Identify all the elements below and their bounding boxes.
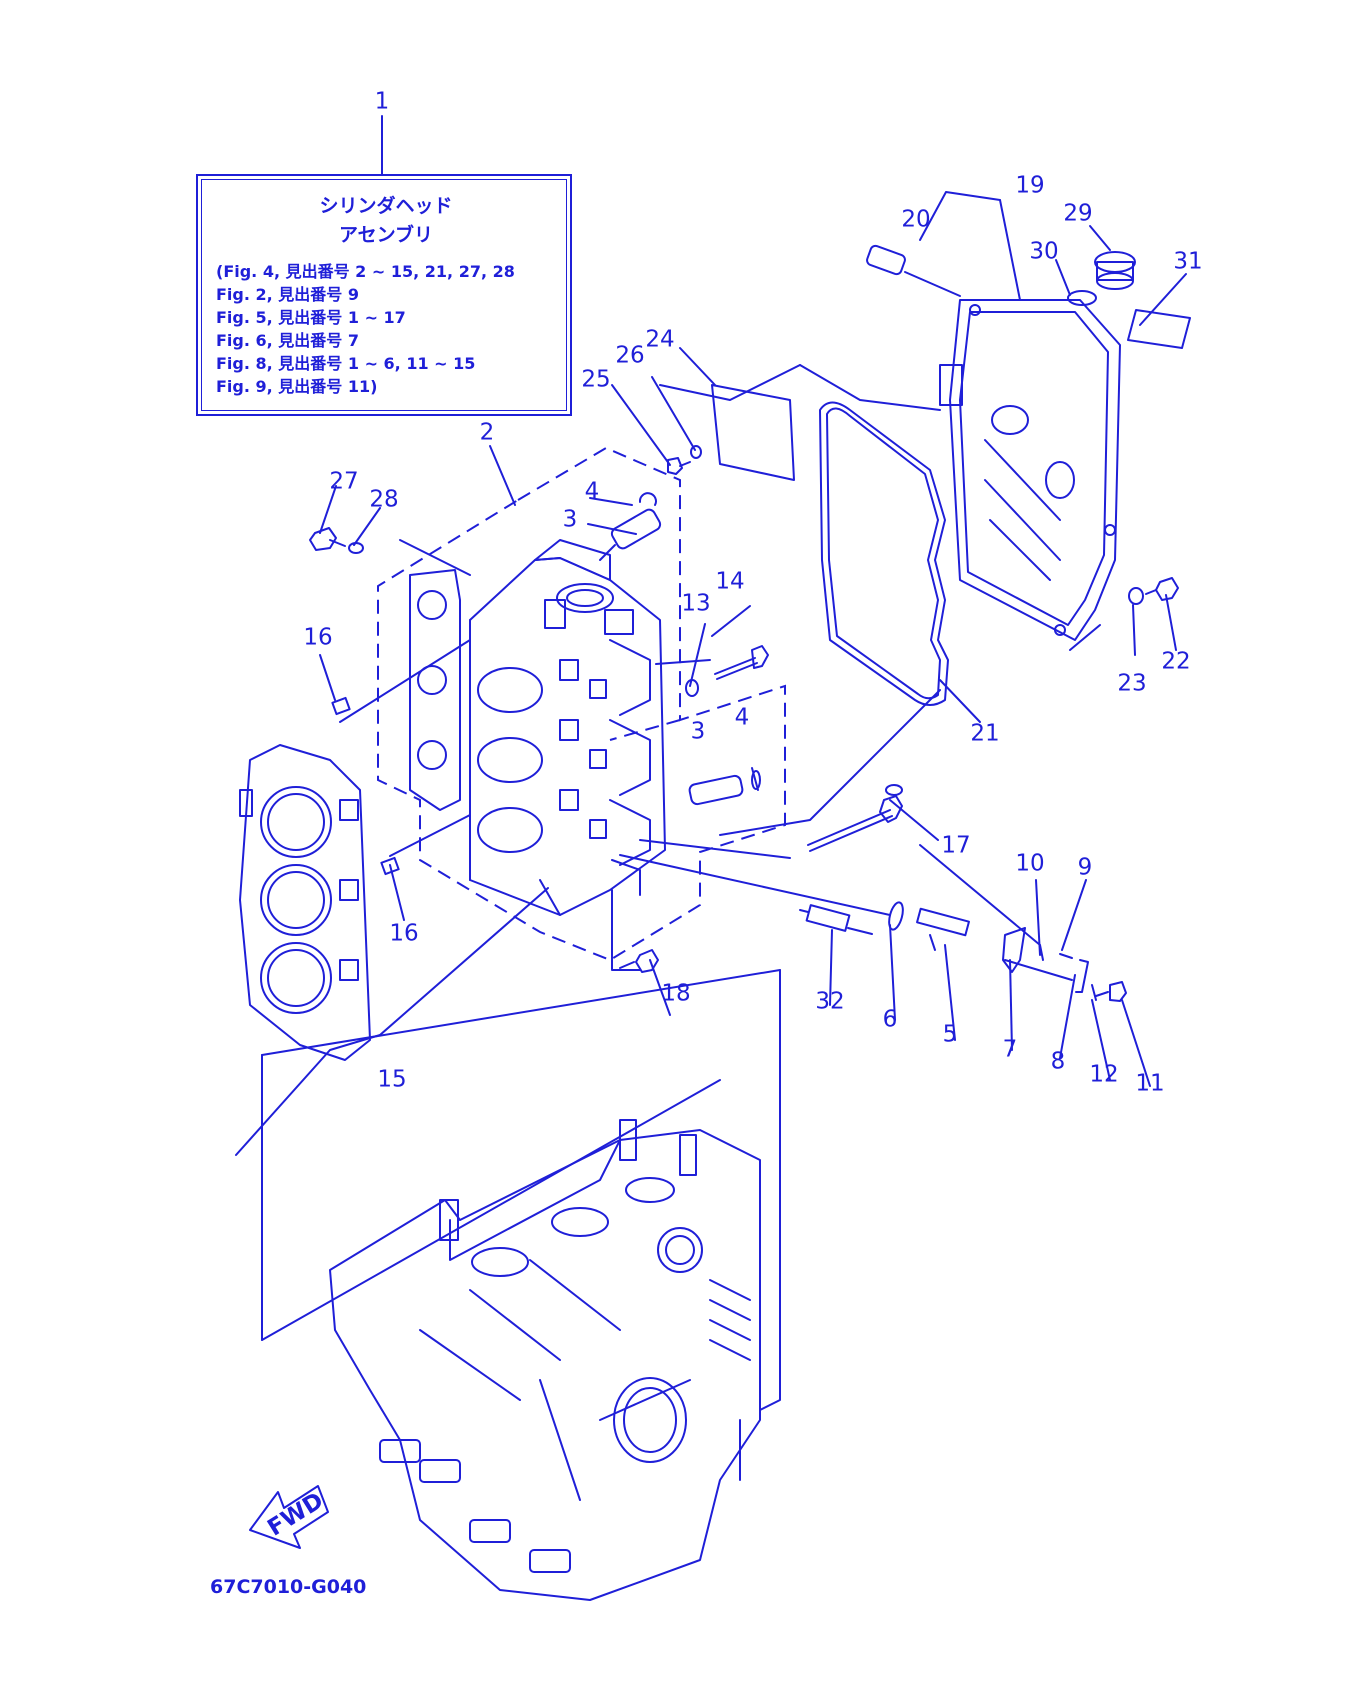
- callout-21: 21: [970, 721, 999, 747]
- callout-11: 11: [1135, 1071, 1164, 1097]
- bracket-7: [1002, 927, 1026, 973]
- o-ring-26: [690, 445, 702, 459]
- callout-3-lower: 3: [691, 719, 706, 745]
- note-line-5: Fig. 8, 見出番号 1 ~ 6, 11 ~ 15: [216, 354, 476, 373]
- callout-2: 2: [480, 420, 495, 446]
- callout-23: 23: [1117, 671, 1146, 697]
- bolt-20: [866, 244, 961, 297]
- callout-1: 1: [375, 89, 390, 115]
- sleeve-5: [916, 907, 970, 951]
- pin-10: [1039, 944, 1044, 961]
- exhaust-cover-gasket: [409, 569, 461, 811]
- washer-23: [1128, 587, 1144, 605]
- spark-plug-32: [799, 904, 873, 935]
- callout-27: 27: [329, 469, 358, 495]
- note-line-1: (Fig. 4, 見出番号 2 ~ 15, 21, 27, 28: [216, 262, 515, 281]
- clip-4-lower: [751, 767, 761, 791]
- assembly-note-box: シリンダヘッド アセンブリ (Fig. 4, 見出番号 2 ~ 15, 21, …: [196, 174, 572, 416]
- callout-10: 10: [1015, 851, 1044, 877]
- note-line-3: Fig. 5, 見出番号 1 ~ 17: [216, 308, 406, 327]
- callout-29: 29: [1063, 201, 1092, 227]
- note-line-2: Fig. 2, 見出番号 9: [216, 285, 360, 304]
- plug-3-upper: [599, 508, 662, 561]
- gasket-30: [1067, 290, 1097, 306]
- callout-4-lower: 4: [735, 705, 750, 731]
- callout-20: 20: [901, 207, 930, 233]
- callout-14: 14: [715, 569, 744, 595]
- head-gasket[interactable]: [239, 744, 371, 1061]
- cylinder-head[interactable]: [469, 539, 666, 916]
- callout-15: 15: [377, 1067, 406, 1093]
- oil-filler-cap-29: [1094, 251, 1136, 290]
- callout-3-upper: 3: [563, 507, 578, 533]
- bolt-22: [1145, 577, 1179, 601]
- callout-16-upper: 16: [303, 625, 332, 651]
- callout-31: 31: [1173, 249, 1202, 275]
- callout-8: 8: [1051, 1049, 1066, 1075]
- washer-28: [348, 542, 364, 554]
- bolt-17: [807, 784, 903, 852]
- callout-5: 5: [943, 1022, 958, 1048]
- washer-12: [1091, 984, 1097, 1001]
- bolt-11: [1095, 981, 1127, 1002]
- bolt-27: [309, 527, 346, 551]
- callout-25: 25: [581, 367, 610, 393]
- bolt-14: [714, 645, 769, 680]
- clip-4-upper: [638, 492, 657, 506]
- callout-6: 6: [883, 1007, 898, 1033]
- screw-9: [1059, 953, 1073, 959]
- callout-28: 28: [369, 487, 398, 513]
- plate-24: [711, 384, 795, 481]
- callout-9: 9: [1078, 855, 1093, 881]
- callout-26: 26: [615, 343, 644, 369]
- forward-arrow-icon: FWD: [249, 1485, 329, 1549]
- spring-8: [1075, 959, 1089, 993]
- assembly-note-inner: シリンダヘッド アセンブリ (Fig. 4, 見出番号 2 ~ 15, 21, …: [201, 179, 567, 411]
- callout-16-lower: 16: [389, 921, 418, 947]
- callout-13: 13: [681, 591, 710, 617]
- assembly-dashed-outline: [377, 446, 786, 962]
- cylinder-block[interactable]: [329, 1119, 761, 1601]
- leader-lines: [235, 115, 1187, 1411]
- o-ring-6: [888, 901, 904, 931]
- note-title-line1: シリンダヘッド: [319, 195, 453, 217]
- diagram-code: 67C7010-G040: [210, 1576, 367, 1598]
- callout-22: 22: [1161, 649, 1190, 675]
- callout-12: 12: [1089, 1062, 1118, 1088]
- callout-24: 24: [645, 327, 674, 353]
- callout-18: 18: [661, 981, 690, 1007]
- cylinder-head-cover-19[interactable]: [939, 299, 1121, 641]
- washer-13: [685, 679, 699, 697]
- callout-30: 30: [1029, 239, 1058, 265]
- dowel-pin-upper: [331, 696, 351, 716]
- callout-17: 17: [941, 833, 970, 859]
- callout-4-upper: 4: [585, 479, 600, 505]
- note-title-line2: アセンブリ: [338, 224, 434, 246]
- note-line-4: Fig. 6, 見出番号 7: [216, 331, 360, 350]
- callout-19: 19: [1015, 173, 1044, 199]
- callout-numbers: 1 2 3 4 3 4 5 6 7 8 9 10 11 12 13 14 15 …: [303, 89, 1202, 1097]
- label-31: [1127, 309, 1191, 349]
- cover-gasket-21[interactable]: [819, 401, 949, 706]
- dowel-pin-lower: [380, 856, 400, 876]
- callout-7: 7: [1003, 1037, 1018, 1063]
- plug-3-lower: [688, 774, 744, 806]
- note-line-6: Fig. 9, 見出番号 11): [216, 377, 378, 396]
- bolt-18: [619, 949, 659, 973]
- callout-32: 32: [815, 989, 844, 1015]
- screw-25: [667, 457, 691, 475]
